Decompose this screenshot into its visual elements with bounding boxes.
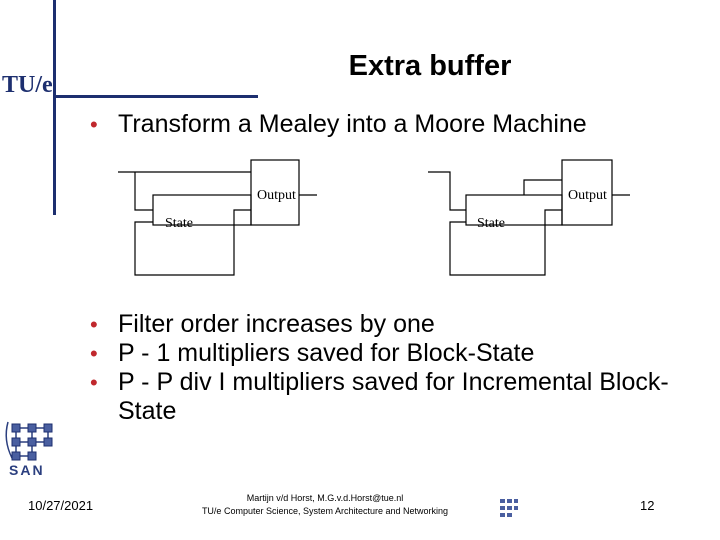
right-state-to-output [523,179,562,195]
bullet-item: • Transform a Mealey into a Moore Machine [90,110,587,139]
san-network-icon [5,421,53,461]
bullet-icon: • [90,341,98,366]
footer-author: Martijn v/d Horst, M.G.v.d.Horst@tue.nl [246,493,404,503]
mini-san-icon [500,499,518,517]
tue-logo: TU/e [2,72,53,98]
right-diagram [428,159,630,276]
bullet-text: Transform a Mealey into a Moore Machine [118,110,587,138]
bullet-icon: • [90,370,98,395]
footer-credits: Martijn v/d Horst, M.G.v.d.Horst@tue.nl … [170,492,480,518]
left-state-label: State [165,216,193,231]
bullet-item: • Filter order increases by one [90,310,678,339]
bullet-text: Filter order increases by one [118,310,435,338]
right-output-label: Output [568,188,607,203]
bullet-item: • P - 1 multipliers saved for Block-State [90,339,678,368]
san-label: SAN [9,462,45,478]
frame-vertical-line [53,0,56,215]
slide-title: Extra buffer [348,50,512,82]
footer-department: TU/e Computer Science, System Architectu… [201,506,449,516]
intro-bullet-list: • Transform a Mealey into a Moore Machine [90,110,587,139]
right-input-line [428,171,466,211]
bullet-item: • P - P div I multipliers saved for Incre… [90,368,678,426]
bullet-icon: • [90,112,98,137]
footer-date: 10/27/2021 [28,498,94,513]
right-feedback-loop [449,209,562,276]
left-feedback-loop [134,209,251,276]
page-number: 12 [640,498,655,513]
bullet-text: P - 1 multipliers saved for Block-State [118,339,535,367]
right-output-block [561,159,613,226]
main-bullet-list: • Filter order increases by one • P - 1 mu… [90,310,678,426]
left-diagram [118,159,317,276]
right-state-label: State [477,216,505,231]
mealy-moore-diagram: Output State Output State [118,159,630,276]
left-output-block [250,159,300,226]
bullet-icon: • [90,312,98,337]
frame-horizontal-line [53,95,258,98]
left-input-branch [134,172,153,211]
left-output-label: Output [257,188,296,203]
bullet-text: P - P div I multipliers saved for Increm… [118,368,669,425]
